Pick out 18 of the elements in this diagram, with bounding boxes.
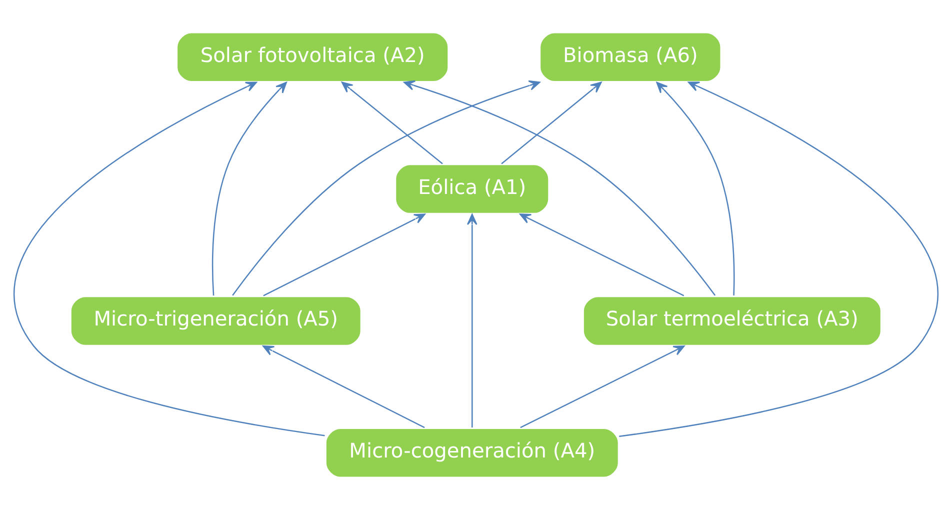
arrow [619, 81, 938, 436]
arrow [263, 213, 426, 296]
arrow [404, 80, 716, 296]
arrow [262, 344, 425, 428]
arrow [466, 213, 478, 427]
arrow [520, 344, 685, 428]
arrow [656, 81, 735, 295]
node-box: Eólica (A1) [394, 162, 551, 215]
node-box: Micro-trigeneración (A5) [68, 294, 363, 347]
node-box: Solar fotovoltaica (A2) [175, 30, 450, 84]
arrow [341, 81, 443, 164]
node-box: Biomasa (A6) [538, 30, 723, 84]
node-box: Solar termoeléctrica (A3) [581, 294, 883, 347]
arrow [212, 81, 287, 296]
arrow [520, 213, 684, 296]
arrow [14, 81, 325, 436]
arrow [232, 80, 540, 296]
arrow [501, 81, 602, 164]
